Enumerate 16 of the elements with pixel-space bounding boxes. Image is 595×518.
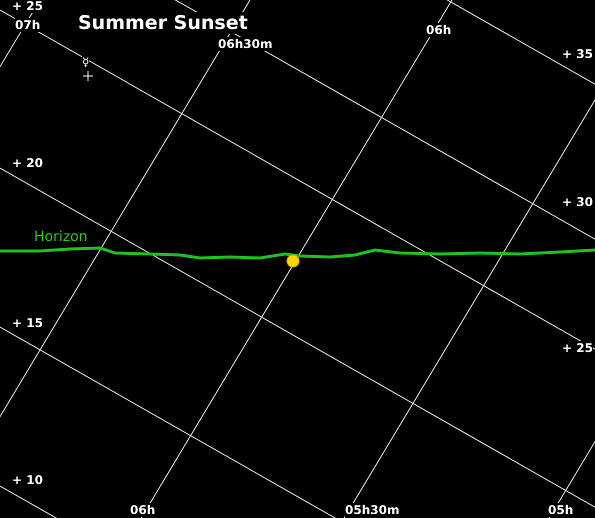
grid-label: 05h	[548, 503, 574, 517]
grid-label: + 20	[12, 156, 43, 170]
grid-label: 06h	[130, 503, 156, 517]
grid-label: + 25	[562, 341, 593, 355]
grid-label: 06h30m	[218, 37, 272, 51]
grid-label: 05h30m	[345, 503, 400, 517]
grid-label: + 15	[12, 316, 43, 330]
grid-label: + 10	[12, 473, 43, 487]
grid-label: + 35	[562, 47, 593, 61]
grid-label: 07h	[15, 18, 40, 32]
horizon-label: Horizon	[34, 230, 88, 244]
planet-symbol: ☿	[82, 55, 90, 69]
grid-label: + 25	[12, 0, 43, 13]
grid-label: + 30	[562, 195, 593, 209]
grid-label: 06h	[426, 23, 452, 37]
chart-title: Summer Sunset	[78, 12, 248, 34]
